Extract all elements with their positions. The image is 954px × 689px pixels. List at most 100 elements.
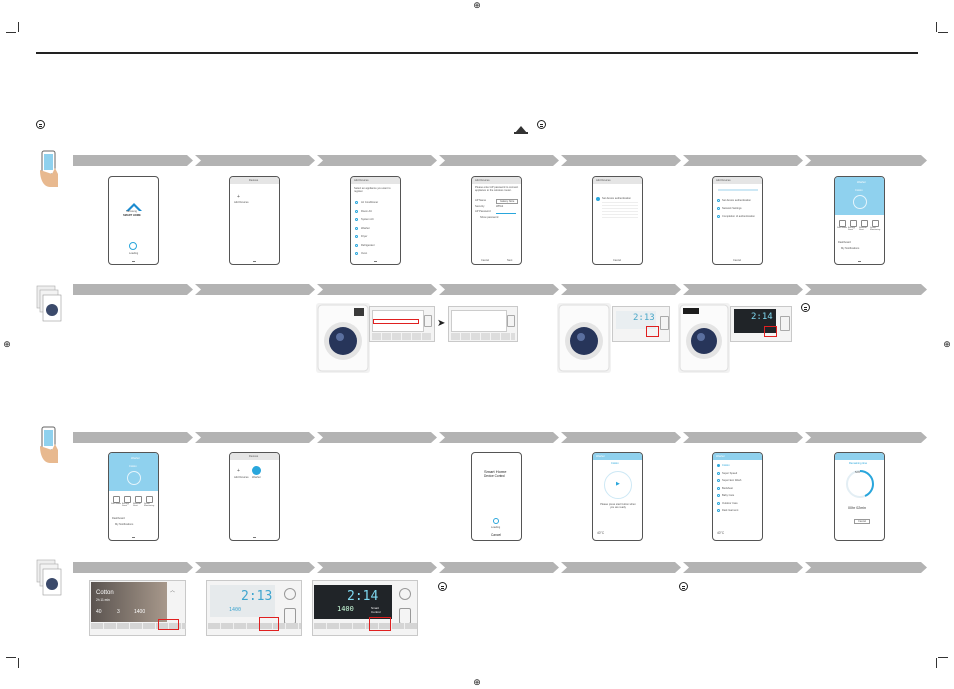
cycle-item[interactable]: Outdoor Care [722, 501, 738, 505]
cycle-item[interactable]: Dark Garment [722, 509, 739, 512]
cycle-icon [717, 486, 720, 490]
crop-mark [6, 657, 16, 658]
cycle-icon [717, 471, 720, 475]
start-ring-icon[interactable] [604, 471, 632, 499]
progress-step: Set device authentication [722, 199, 751, 202]
appliance-item[interactable]: Refrigerator [361, 243, 375, 247]
control-panel-image: 2:14 [730, 306, 792, 342]
cancel-button[interactable]: Cancel [481, 259, 490, 262]
feature-icon[interactable] [146, 496, 153, 503]
cancel-button[interactable]: Cancel [854, 519, 871, 524]
crop-mark [18, 22, 19, 32]
phone-screen-wifi: Add Devices Please enter AP password to … [471, 176, 522, 265]
step-arrow-bar [73, 432, 929, 443]
loading-text: Loading [129, 252, 139, 255]
cycle-item[interactable]: Super Speed [722, 471, 738, 475]
washer-stack-icon [36, 285, 62, 323]
highlight-box [646, 326, 659, 337]
add-icon[interactable]: + [237, 194, 240, 200]
appliance-icon [355, 201, 358, 204]
appliance-icon [355, 218, 358, 221]
ap-password-label: AP Password [475, 210, 491, 213]
cycle-item[interactable]: Cotton [722, 464, 730, 467]
footer-item[interactable]: My Notifications [115, 523, 134, 526]
appliance-icon [355, 252, 358, 255]
mode-text: Cotton [96, 590, 114, 596]
cycle-icon [717, 494, 720, 497]
cycle-item[interactable]: Bedsheet [722, 486, 733, 490]
feature-label: Energy Save [122, 503, 129, 507]
control-panel-image: 2:14 1400 Smart Control [312, 580, 418, 636]
footer-title: Dashboard [838, 241, 851, 244]
header-value: Cotton [611, 462, 619, 465]
step-dot-icon [717, 199, 720, 202]
appliance-icon [355, 226, 358, 230]
spin-text: 1400 [134, 609, 146, 615]
show-password-checkbox[interactable]: Show password [480, 216, 499, 219]
panel-digits: 2:13 [633, 313, 655, 323]
screen-header: Devices [249, 455, 259, 458]
feature-icon[interactable] [135, 496, 142, 503]
wifi-intro: Please enter AP password to connect appl… [475, 186, 519, 192]
select-intro: Select an appliance you want to register… [354, 187, 391, 193]
cancel-button[interactable]: Cancel [613, 259, 622, 262]
phone-screen-device-control: Smart Home Device Control Loading Cancel [471, 452, 522, 541]
footer-item[interactable]: My Notifications [841, 247, 860, 250]
ap-name-value[interactable]: Galaxy Note [496, 199, 519, 204]
note-icon [537, 120, 546, 129]
next-button[interactable]: Next [507, 259, 513, 262]
control-panel-image: 2:13 [612, 306, 670, 342]
phone-screen-select: Add Devices Select an appliance you want… [350, 176, 401, 265]
mode-text: Cotton [855, 189, 863, 192]
cycle-item[interactable]: Super Eco Wash [722, 479, 742, 482]
appliance-item[interactable]: System AC [361, 218, 374, 221]
router-icon [513, 121, 529, 134]
cancel-button[interactable]: Cancel [733, 259, 742, 262]
note-icon [36, 120, 45, 129]
highlight-box [373, 319, 419, 324]
step-arrow-bar [73, 284, 929, 295]
appliance-icon [355, 243, 358, 247]
feature-icon[interactable] [124, 496, 131, 503]
feature-icon[interactable] [850, 220, 857, 227]
appliance-item[interactable]: Air Conditioner [361, 201, 379, 204]
washer-image [316, 303, 370, 373]
step-description [602, 202, 638, 220]
appliance-item[interactable]: Washer [361, 226, 370, 230]
security-label: Security [475, 205, 485, 208]
ap-password-input[interactable] [496, 210, 516, 214]
temp-text: 40 [96, 609, 102, 615]
dial-icon [127, 471, 141, 485]
appliance-item[interactable]: Oven [361, 252, 368, 255]
rinse-text: 3 [117, 609, 120, 615]
washer-device-icon[interactable] [252, 466, 261, 475]
control-panel-image [369, 306, 435, 342]
feature-icon[interactable] [839, 220, 846, 227]
loading-spinner-icon [129, 242, 137, 250]
progress-step: Network Settings [722, 207, 742, 210]
cycle-item[interactable]: Baby Care [722, 494, 735, 497]
appliance-item[interactable]: Room AC [361, 209, 373, 213]
cancel-button[interactable]: Cancel [491, 533, 501, 537]
progress-bar [718, 189, 758, 191]
screen-header: Add Devices [475, 179, 490, 182]
phone-hand-icon [38, 426, 62, 464]
registration-mark-top: ⊕ [473, 1, 481, 11]
panel-digits: 2:13 [241, 589, 273, 604]
washer-device-label: Washer [252, 476, 261, 479]
registration-mark-bottom: ⊕ [473, 678, 481, 688]
washer-image [557, 303, 611, 373]
step-title: Set device authentication [602, 197, 631, 200]
feature-icon[interactable] [113, 496, 120, 503]
feature-icon[interactable] [861, 220, 868, 227]
footer-title: Dashboard [112, 517, 125, 520]
sub-text: 2h 11 min [96, 598, 110, 602]
percent: 52% [855, 471, 861, 474]
feature-icon[interactable] [872, 220, 879, 227]
crop-mark [18, 658, 19, 668]
screen-header: Add Devices [716, 179, 731, 182]
appliance-item[interactable]: Dryer [361, 235, 368, 238]
add-icon[interactable]: + [237, 468, 240, 474]
progress-ring [845, 469, 875, 499]
